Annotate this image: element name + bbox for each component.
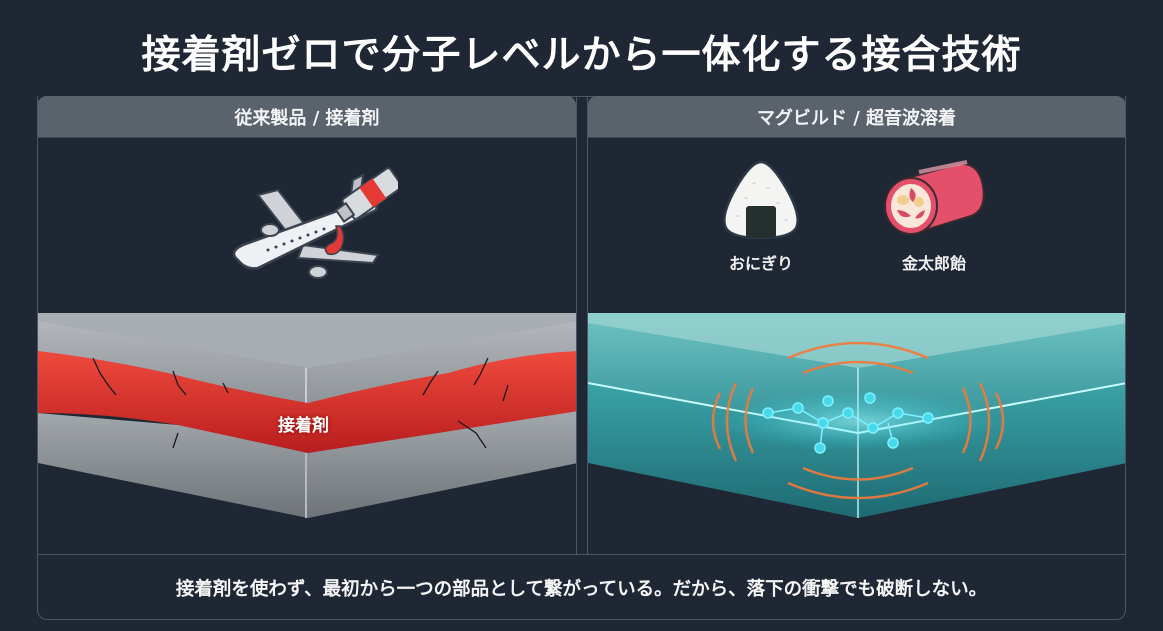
icon-area-conventional [38,138,576,313]
airplane-with-glue-tube-icon [232,167,398,279]
icon-area-magbuild: おにぎり 金太郎飴 [588,138,1125,313]
panel-header-conventional: 従来製品 / 接着剤 [38,96,576,138]
adhesive-layer-diagram [38,313,576,553]
onigiri-icon [723,160,799,240]
molecular-bond-diagram [588,313,1125,553]
kintaro-ame-icon [884,160,985,235]
ultrasonic-weld-illustration [588,313,1125,553]
adhesive-label: 接着剤 [278,416,329,436]
onigiri-label: おにぎり [728,254,793,273]
panel-magbuild: マグビルド / 超音波溶着 おにぎり [587,96,1126,554]
panel-conventional: 従来製品 / 接着剤 [37,96,577,554]
kintaro-ame-label: 金太郎飴 [901,254,966,273]
food-item-onigiri: おにぎり [701,158,821,274]
panel-header-magbuild: マグビルド / 超音波溶着 [588,96,1125,138]
summary-caption: 接着剤を使わず、最初から一つの部品として繋がっている。だから、落下の衝撃でも破断… [37,554,1126,620]
page-title: 接着剤ゼロで分子レベルから一体化する接合技術 [141,33,1022,78]
food-item-kintaro-ame: 金太郎飴 [874,158,994,274]
cracked-adhesive-illustration: 接着剤 [38,313,576,553]
